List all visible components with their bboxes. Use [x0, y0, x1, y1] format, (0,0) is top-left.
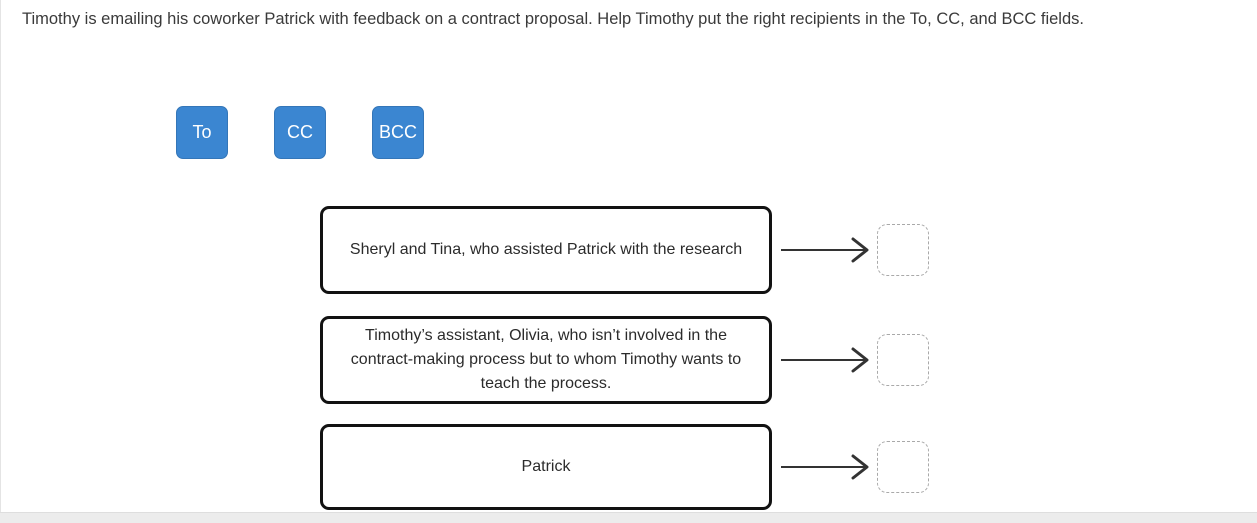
- description-box: Patrick: [320, 424, 772, 510]
- description-box: Timothy’s assistant, Olivia, who isn’t i…: [320, 316, 772, 404]
- drag-chip-cc[interactable]: CC: [274, 106, 326, 159]
- question-text: Timothy is emailing his coworker Patrick…: [22, 10, 1084, 28]
- left-edge-divider: [0, 0, 1, 512]
- drag-chip-to[interactable]: To: [176, 106, 228, 159]
- description-box: Sheryl and Tina, who assisted Patrick wi…: [320, 206, 772, 294]
- drop-slot[interactable]: [877, 334, 929, 386]
- match-row: Sheryl and Tina, who assisted Patrick wi…: [320, 206, 929, 294]
- arrow-right-icon: [781, 454, 869, 480]
- drop-slot[interactable]: [877, 441, 929, 493]
- match-row: Patrick: [320, 424, 929, 510]
- drop-slot[interactable]: [877, 224, 929, 276]
- horizontal-scrollbar[interactable]: [0, 512, 1257, 523]
- match-row: Timothy’s assistant, Olivia, who isn’t i…: [320, 316, 929, 404]
- arrow-right-icon: [781, 237, 869, 263]
- drag-chip-bcc[interactable]: BCC: [372, 106, 424, 159]
- arrow-right-icon: [781, 347, 869, 373]
- recipient-chip-row: To CC BCC: [176, 106, 424, 159]
